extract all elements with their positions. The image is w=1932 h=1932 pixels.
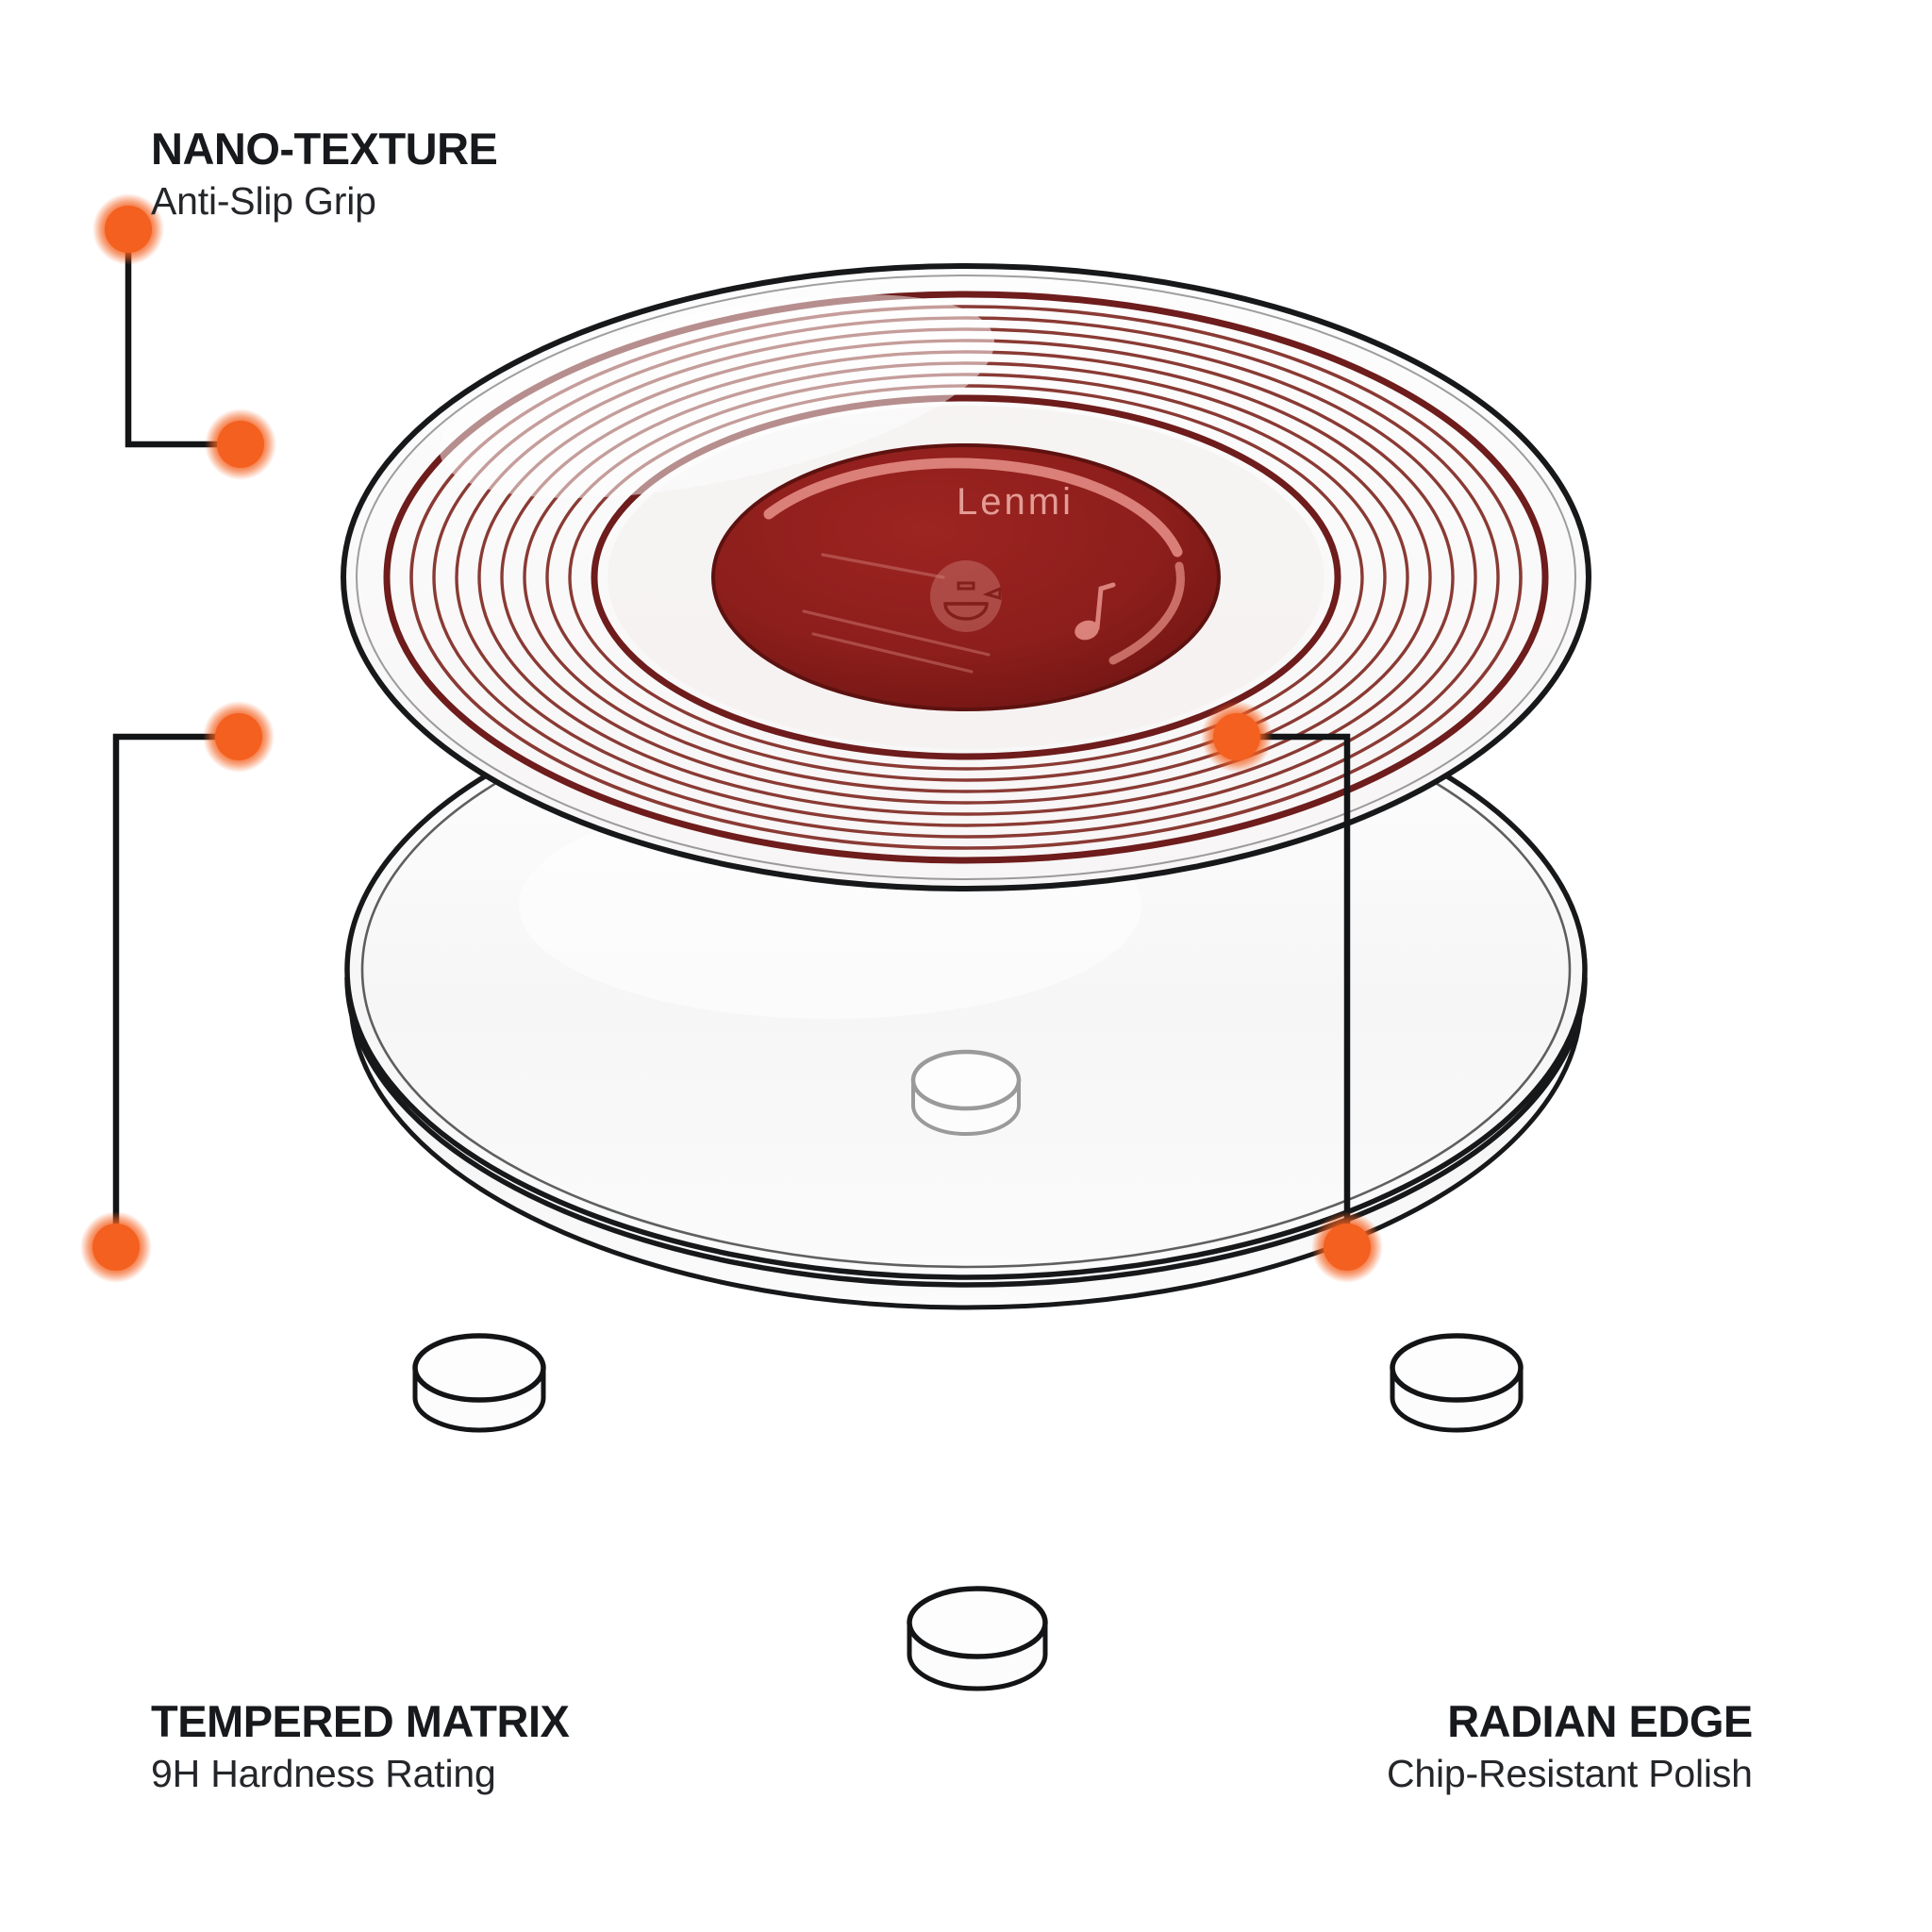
foot-pad-front [907, 1586, 1048, 1691]
center-label-disc: Lenmi [711, 443, 1221, 711]
callout-connectors [112, 229, 1351, 1247]
callout-tempered-matrix: TEMPERED MATRIX 9H Hardness Rating [151, 1696, 570, 1796]
callout-radian-edge: RADIAN EDGE Chip-Resistant Polish [1387, 1698, 1753, 1796]
lid-highlight [439, 294, 995, 498]
foot-pad-right [1390, 1333, 1524, 1433]
callout-subtitle-nano-texture: Anti-Slip Grip [151, 179, 376, 224]
nano-texture-rings [383, 291, 1549, 864]
callout-markers [80, 193, 1383, 1283]
connector-nano-texture [125, 229, 241, 448]
callout-title-nano-texture: NANO-TEXTURE [151, 124, 498, 174]
callout-title-radian-edge: RADIAN EDGE [1447, 1696, 1753, 1746]
connector-radian-edge [1237, 733, 1351, 1247]
callout-subtitle-tempered-matrix: 9H Hardness Rating [151, 1752, 496, 1796]
teapot-icon [930, 560, 1002, 632]
callout-subtitle-radian-edge: Chip-Resistant Polish [1387, 1752, 1753, 1796]
callout-title-tempered-matrix: TEMPERED MATRIX [151, 1696, 570, 1746]
music-note-icon [1074, 582, 1116, 641]
connector-tempered-matrix [112, 733, 239, 1247]
label-fine-print [802, 553, 991, 674]
callout-nano-texture: NANO-TEXTURE Anti-Slip Grip [151, 124, 498, 224]
brand-wordmark: Lenmi [957, 481, 1074, 523]
foot-pad-left [412, 1333, 546, 1433]
base-center-boss [910, 1049, 1022, 1136]
